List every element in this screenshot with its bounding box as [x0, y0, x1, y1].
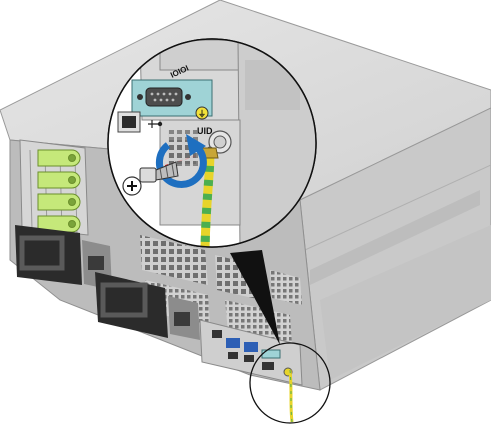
power-supply-2	[95, 272, 200, 340]
svg-text:⏚: ⏚	[198, 110, 206, 119]
screw-icon	[122, 161, 179, 196]
ground-cable-small	[288, 369, 294, 423]
uid-label: UID	[197, 126, 213, 136]
ground-icon: ⏚	[195, 106, 209, 120]
detail-circle-small	[249, 342, 331, 424]
rotate-arrow-icon	[155, 134, 207, 188]
network-icon	[148, 120, 163, 128]
callout-pointer	[230, 250, 280, 345]
green-latches	[37, 149, 81, 233]
rear-io-panel	[199, 319, 303, 386]
network-port	[117, 111, 163, 133]
